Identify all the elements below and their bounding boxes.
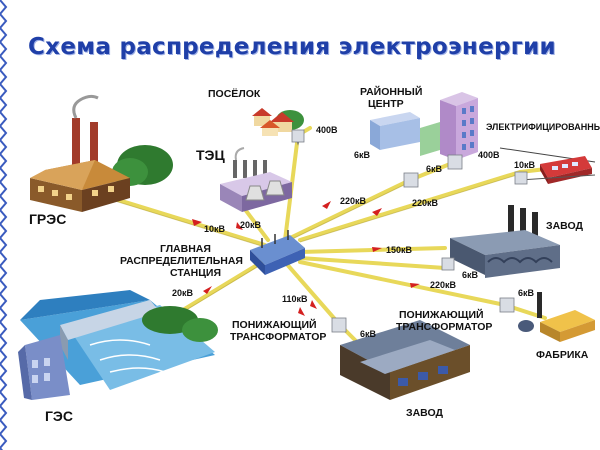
label-ges: ГЭС [45,408,73,424]
label-tec: ТЭЦ [196,147,226,163]
village [252,108,304,146]
page-title: Схема распределения электроэнергии [28,34,556,60]
transformers [291,129,528,333]
voltage-zavod-6: 6кВ [462,270,479,280]
voltage-220-a: 220кВ [340,196,367,206]
label-gres: ГРЭС [29,211,66,227]
line-zavod-6 [298,256,447,270]
line-150 [298,246,447,254]
label-rayonny-2: ЦЕНТР [368,98,404,110]
label-trans-left-2: ТРАНСФОРМАТОР [230,331,326,343]
voltage-rayonny-line: 6кВ [354,150,371,160]
voltage-transport: 10кВ [514,160,536,170]
ges-plant [18,290,218,400]
label-main-station-1: ГЛАВНАЯ [160,243,211,255]
line-220-b [298,170,522,242]
voltage-110: 110кВ [282,294,308,304]
label-fabrika: ФАБРИКА [536,349,589,361]
label-trans-left-1: ПОНИЖАЮЩИЙ [232,318,317,331]
fabrika-building [518,292,595,342]
label-main-station-3: СТАНЦИЯ [170,267,221,279]
line-gres [110,196,267,247]
main-station [250,230,305,275]
label-rayonny-1: РАЙОННЫЙ [360,85,422,98]
label-zavod-right: ЗАВОД [546,220,584,232]
voltage-zavod-bottom: 6кВ [360,329,377,339]
line-110 [283,260,342,327]
voltage-poselok: 400В [316,125,338,135]
voltage-gres: 10кВ [204,224,226,234]
voltage-rayonny-trans: 6кВ [426,164,443,174]
label-trans-right-1: ПОНИЖАЮЩИЙ [399,308,484,321]
electric-transport [499,147,596,184]
line-220-a [288,178,412,240]
gres-plant [30,94,173,212]
voltage-220-c: 220кВ [430,280,457,290]
factory-right [450,205,560,278]
district-center [370,92,478,160]
voltage-220-b: 220кВ [412,198,439,208]
voltage-rayonny: 400В [478,150,500,160]
voltage-fabrika: 6кВ [518,288,535,298]
label-zavod-bottom: ЗАВОД [406,407,444,419]
voltage-150: 150кВ [386,245,413,255]
flow-arrows [192,201,420,316]
label-main-station-2: РАСПРЕДЕЛИТЕЛЬНАЯ [120,255,243,267]
decorative-border [0,0,8,450]
voltage-ges: 20кВ [172,288,194,298]
label-poselok: ПОСЁЛОК [208,87,261,100]
factory-bottom [340,320,470,400]
line-220-c [298,260,507,307]
label-trans-right-2: ТРАНСФОРМАТОР [396,321,492,333]
label-transport: ЭЛЕКТРИФИЦИРОВАННЫЙ ТРАНСПОРТ [486,121,600,132]
tec-plant [220,147,292,212]
voltage-tec: 20кВ [240,220,262,230]
